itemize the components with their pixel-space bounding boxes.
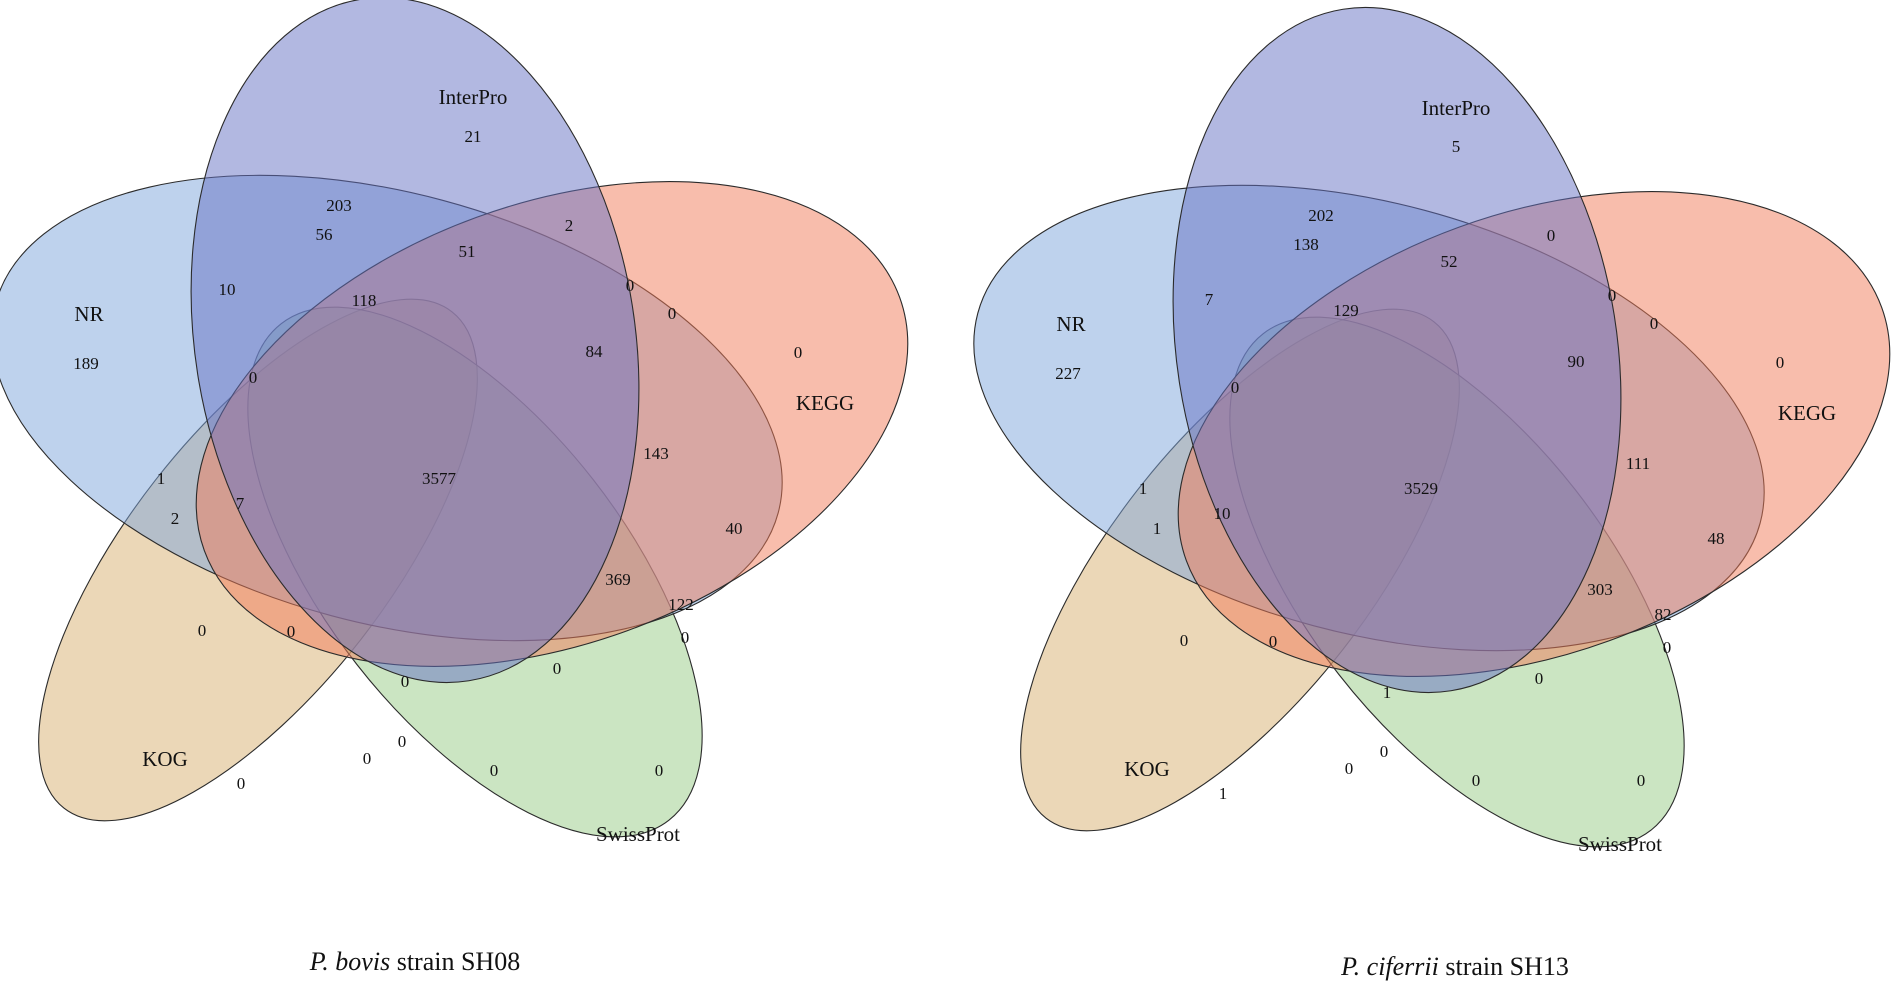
region-count: 111 (1626, 454, 1650, 473)
region-count: 0 (398, 732, 407, 751)
set-ellipse-interpro (1172, 6, 1622, 694)
region-count: 138 (1293, 235, 1319, 254)
venn-panel-right: InterPro NR KEGG KOG SwissProt 5 202 138… (973, 6, 1891, 981)
set-label-kegg: KEGG (1778, 401, 1836, 425)
set-label-kegg: KEGG (796, 391, 854, 415)
count-group-left: 21 203 56 51 2 10 118 0 0 84 189 0 0 143… (73, 127, 802, 793)
region-count: 143 (643, 444, 669, 463)
region-count: 0 (1345, 759, 1354, 778)
venn-panel-left: InterPro NR KEGG KOG SwissProt 21 203 56… (0, 0, 909, 976)
set-label-nr: NR (1056, 312, 1085, 336)
region-count: 1 (1153, 519, 1162, 538)
region-count: 1 (1139, 479, 1148, 498)
region-count: 2 (171, 509, 180, 528)
region-count: 0 (1663, 638, 1672, 657)
region-count: 0 (1608, 286, 1617, 305)
region-count: 0 (1535, 669, 1544, 688)
region-count: 227 (1055, 364, 1081, 383)
region-count: 189 (73, 354, 99, 373)
region-count: 118 (352, 291, 377, 310)
region-count: 203 (326, 196, 352, 215)
caption-strain: strain SH08 (397, 947, 521, 976)
panel-caption-left: P. bovis strain SH08 (309, 947, 520, 976)
set-label-kog: KOG (1124, 757, 1170, 781)
region-count: 0 (655, 761, 664, 780)
region-count: 90 (1568, 352, 1585, 371)
region-count: 0 (401, 672, 410, 691)
region-count: 0 (1269, 632, 1278, 651)
region-count: 3577 (422, 469, 457, 488)
count-group-right: 5 202 138 52 0 7 129 0 0 90 227 0 0 111 … (1055, 137, 1784, 803)
region-count: 48 (1708, 529, 1725, 548)
region-count: 0 (1547, 226, 1556, 245)
caption-strain: strain SH13 (1445, 952, 1569, 981)
set-label-interpro: InterPro (439, 85, 508, 109)
set-ellipse-interpro (190, 0, 640, 684)
set-label-kog: KOG (142, 747, 188, 771)
region-count: 0 (1637, 771, 1646, 790)
set-label-swissprot: SwissProt (1578, 832, 1662, 856)
caption-species: P. bovis (309, 947, 390, 976)
region-count: 82 (1655, 605, 1672, 624)
region-count: 0 (490, 761, 499, 780)
region-count: 202 (1308, 206, 1334, 225)
region-count: 0 (1472, 771, 1481, 790)
region-count: 56 (316, 225, 333, 244)
region-count: 0 (668, 304, 677, 323)
region-count: 7 (236, 494, 245, 513)
region-count: 10 (1214, 504, 1231, 523)
region-count: 5 (1452, 137, 1461, 156)
region-count: 0 (1180, 631, 1189, 650)
region-count: 21 (465, 127, 482, 146)
region-count: 3529 (1404, 479, 1438, 498)
region-count: 369 (605, 570, 631, 589)
set-label-swissprot: SwissProt (596, 822, 680, 846)
region-count: 2 (565, 216, 574, 235)
region-count: 0 (237, 774, 246, 793)
panel-caption-right: P. ciferrii strain SH13 (1340, 952, 1569, 981)
region-count: 1 (1383, 683, 1392, 702)
set-label-interpro: InterPro (1422, 96, 1491, 120)
region-count: 1 (1219, 784, 1228, 803)
caption-species: P. ciferrii (1340, 952, 1439, 981)
region-count: 40 (726, 519, 743, 538)
region-count: 129 (1333, 301, 1359, 320)
region-count: 0 (287, 622, 296, 641)
region-count: 10 (219, 280, 236, 299)
region-count: 1 (157, 469, 166, 488)
region-count: 0 (1650, 314, 1659, 333)
region-count: 7 (1205, 290, 1214, 309)
region-count: 0 (626, 276, 635, 295)
region-count: 0 (249, 368, 258, 387)
region-count: 51 (459, 242, 476, 261)
region-count: 0 (1231, 378, 1240, 397)
region-count: 84 (586, 342, 604, 361)
region-count: 0 (1776, 353, 1785, 372)
region-count: 52 (1441, 252, 1458, 271)
region-count: 303 (1587, 580, 1613, 599)
region-count: 0 (681, 628, 690, 647)
region-count: 0 (794, 343, 803, 362)
region-count: 0 (1380, 742, 1389, 761)
region-count: 0 (198, 621, 207, 640)
region-count: 122 (668, 595, 694, 614)
region-count: 0 (363, 749, 372, 768)
region-count: 0 (553, 659, 562, 678)
set-label-nr: NR (74, 302, 103, 326)
